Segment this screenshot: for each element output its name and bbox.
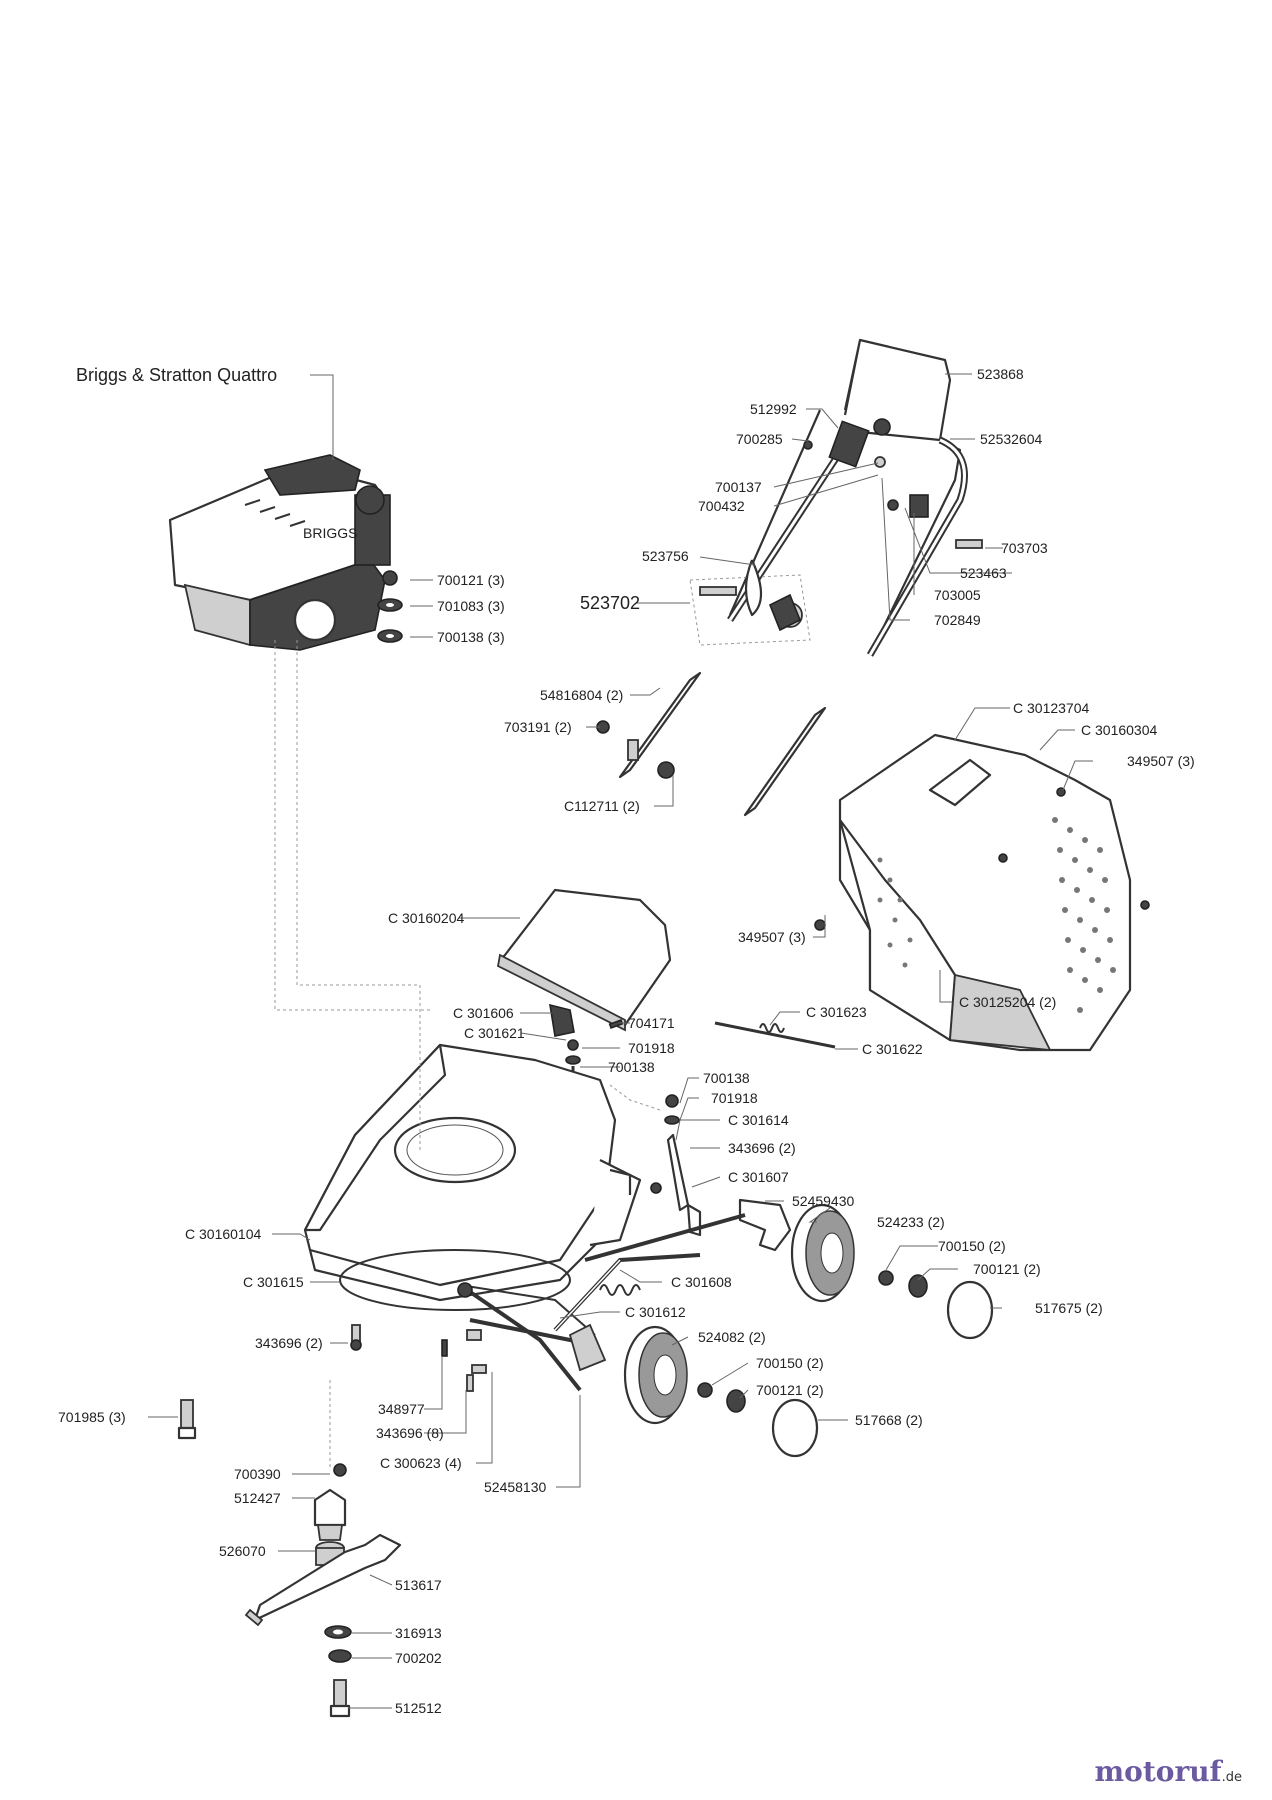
label-703703: 703703: [1001, 540, 1048, 556]
label-C30125204: C 30125204 (2): [959, 994, 1056, 1010]
label-703191: 703191 (2): [504, 719, 572, 735]
label-700121-a: 700121 (2): [973, 1261, 1041, 1277]
label-343696-2-b: 343696 (2): [255, 1335, 323, 1351]
label-701918-a: 701918: [628, 1040, 675, 1056]
label-C301608: C 301608: [671, 1274, 732, 1290]
label-C301607: C 301607: [728, 1169, 789, 1185]
label-C301622: C 301622: [862, 1041, 923, 1057]
label-700202: 700202: [395, 1650, 442, 1666]
label-704171: 704171: [628, 1015, 675, 1031]
label-C301623: C 301623: [806, 1004, 867, 1020]
brand-logo: motoruf.de: [1095, 1755, 1242, 1788]
label-517675: 517675 (2): [1035, 1300, 1103, 1316]
label-52532604: 52532604: [980, 431, 1043, 447]
label-C30160204: C 30160204: [388, 910, 465, 926]
label-348977: 348977: [378, 1401, 425, 1417]
label-700150-a: 700150 (2): [938, 1238, 1006, 1254]
label-700138-3: 700138 (3): [437, 629, 505, 645]
rear-flap: [496, 888, 672, 1080]
label-54816804: 54816804 (2): [540, 687, 623, 703]
label-512992: 512992: [750, 401, 797, 417]
brand-name: motoruf: [1094, 1755, 1222, 1788]
rear-axle-spring: [650, 1021, 836, 1252]
label-349507-b: 349507 (3): [738, 929, 806, 945]
label-700121-b: 700121 (2): [756, 1382, 824, 1398]
label-524082: 524082 (2): [698, 1329, 766, 1345]
label-C30160304: C 30160304: [1081, 722, 1158, 738]
label-700138-b: 700138: [703, 1070, 750, 1086]
engine-title: Briggs & Stratton Quattro: [76, 365, 277, 385]
svg-text:BRIGGS: BRIGGS: [303, 525, 357, 541]
rear-wheel-group: [790, 1203, 994, 1340]
label-523702: 523702: [580, 593, 640, 613]
label-523463: 523463: [960, 565, 1007, 581]
label-52459430: 52459430: [792, 1193, 855, 1209]
label-C300623: C 300623 (4): [380, 1455, 462, 1471]
label-701083-3: 701083 (3): [437, 598, 505, 614]
label-316913: 316913: [395, 1625, 442, 1641]
label-C301621: C 301621: [464, 1025, 525, 1041]
front-wheel-group: [623, 1325, 819, 1458]
engine-assembly: BRIGGS: [168, 454, 391, 651]
mower-deck: [303, 1043, 642, 1311]
label-343696-2-a: 343696 (2): [728, 1140, 796, 1156]
label-700138-a: 700138: [608, 1059, 655, 1075]
upper-handle-assembly: [689, 338, 983, 657]
blade-assembly: [244, 1463, 402, 1718]
label-C30123704: C 30123704: [1013, 700, 1090, 716]
label-701985: 701985 (3): [58, 1409, 126, 1425]
label-517668: 517668 (2): [855, 1412, 923, 1428]
height-adjuster: [457, 1213, 746, 1392]
leader-lines: [148, 373, 1093, 1709]
label-700390: 700390: [234, 1466, 281, 1482]
label-52458130: 52458130: [484, 1479, 547, 1495]
label-C301615: C 301615: [243, 1274, 304, 1290]
label-513617: 513617: [395, 1577, 442, 1593]
callout-labels: Briggs & Stratton Quattro 523868 512992 …: [58, 365, 1195, 1716]
label-343696-8: 343696 (8): [376, 1425, 444, 1441]
deck-bolts: [177, 1324, 487, 1440]
label-512512: 512512: [395, 1700, 442, 1716]
label-C301612: C 301612: [625, 1304, 686, 1320]
label-700121-3: 700121 (3): [437, 572, 505, 588]
label-523756: 523756: [642, 548, 689, 564]
label-C301606: C 301606: [453, 1005, 514, 1021]
label-700432: 700432: [698, 498, 745, 514]
brand-tld: .de: [1221, 1770, 1242, 1785]
label-523868: 523868: [977, 366, 1024, 382]
label-700137: 700137: [715, 479, 762, 495]
label-C30160104: C 30160104: [185, 1226, 262, 1242]
label-702849: 702849: [934, 612, 981, 628]
label-349507-a: 349507 (3): [1127, 753, 1195, 769]
assembly-lines: [274, 640, 661, 1470]
label-700150-b: 700150 (2): [756, 1355, 824, 1371]
label-703005: 703005: [934, 587, 981, 603]
label-512427: 512427: [234, 1490, 281, 1506]
lower-handle-bars: [596, 671, 827, 817]
label-701918-b: 701918: [711, 1090, 758, 1106]
label-526070: 526070: [219, 1543, 266, 1559]
label-524233: 524233 (2): [877, 1214, 945, 1230]
label-700285: 700285: [736, 431, 783, 447]
engine-washers: [377, 570, 403, 643]
label-C112711: C112711 (2): [564, 798, 640, 814]
label-C301614: C 301614: [728, 1112, 789, 1128]
